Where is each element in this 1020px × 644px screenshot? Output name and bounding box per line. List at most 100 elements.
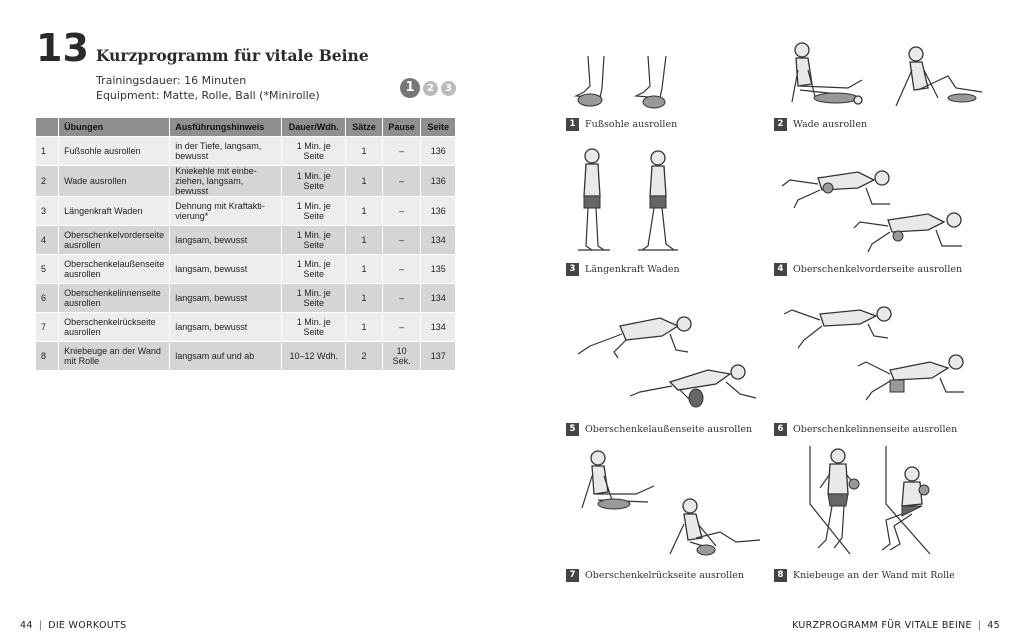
col-header-sets: Sätze [345,118,383,137]
cell-index: 8 [36,341,60,371]
figure-label-6: Oberschenkelinnenseite ausrollen [793,424,958,435]
page-title: Kurzprogramm für vitale Beine [96,46,369,65]
cell-pause: – [382,165,422,197]
cell-exercise: Oberschenkelrückseite ausrollen [58,312,171,342]
figure-label-4: Oberschenkelvorderseite ausrollen [793,264,963,275]
cell-exercise: Oberschenkelvorderseite ausrollen [58,225,171,255]
level-circle-3: 3 [441,80,456,96]
illustration-standing-calf [578,148,678,251]
figure-caption-5: 5 Oberschenkelaußenseite ausrollen [566,423,752,436]
illustration-back-thigh-rolling [581,450,761,556]
illustration-calf-rolling [791,42,983,107]
cell-hint: langsam, bewusst [169,254,283,284]
figure-badge-6: 6 [774,423,787,436]
page-number-left: 44 [20,620,33,631]
cell-hint: langsam, bewusst [169,283,283,313]
cell-pause: – [382,254,422,284]
cell-pause: 10 Sek. [382,341,422,371]
cell-page: 136 [420,196,456,226]
cell-pause: – [382,196,422,226]
illustration-outer-thigh-rolling [577,316,757,408]
figure-label-2: Wade ausrollen [793,119,868,130]
page-number-right: 45 [987,620,1000,631]
cell-sets: 1 [345,196,383,226]
cell-duration: 1 Min. je Seite [281,196,347,226]
col-header-hints: Ausführungshinweis [169,118,283,137]
cell-sets: 2 [345,341,383,371]
left-page: 13 Kurzprogramm für vitale Beine Trainin… [20,26,456,631]
col-header-pause: Pause [382,118,422,137]
cell-duration: 10–12 Wdh. [281,341,347,371]
cell-index: 3 [36,196,60,226]
equipment-list: Equipment: Matte, Rolle, Ball (*Miniroll… [96,89,320,102]
cell-exercise: Wade ausrollen [58,165,171,197]
cell-page: 136 [420,136,456,166]
col-header-index [36,118,60,137]
cell-hint: Kniekehle mit einbe-ziehen, langsam, bew… [169,165,283,197]
exercise-table: Übungen Ausführungshinweis Dauer/Wdh. Sä… [36,118,456,371]
cell-sets: 1 [345,136,383,166]
right-page: 1 Fußsohle ausrollen 2 Wade ausrollen 3 [510,0,1020,644]
table-row: 1 Fußsohle ausrollen in der Tiefe, langs… [36,136,456,166]
table-row: 4 Oberschenkelvorderseite ausrollen lang… [36,225,456,255]
footer-left: 44 | DIE WORKOUTS [20,620,126,631]
figure-badge-4: 4 [774,263,787,276]
cell-duration: 1 Min. je Seite [281,225,347,255]
cell-page: 134 [420,312,456,342]
level-circle-2: 2 [423,80,438,96]
section-title-right: KURZPROGRAMM FÜR VITALE BEINE [792,620,972,631]
figure-caption-7: 7 Oberschenkelrückseite ausrollen [566,569,744,582]
figure-caption-6: 6 Oberschenkelinnenseite ausrollen [774,423,957,436]
cell-exercise: Längenkraft Waden [58,196,171,226]
col-header-exercises: Übungen [58,118,171,137]
cell-duration: 1 Min. je Seite [281,165,347,197]
footer-separator: | [38,620,43,631]
figure-caption-1: 1 Fußsohle ausrollen [566,118,677,131]
illustration-wall-squat [809,446,931,555]
cell-sets: 1 [345,225,383,255]
cell-hint: langsam, bewusst [169,312,283,342]
illustration-front-thigh-rolling [781,170,962,253]
cell-hint: in der Tiefe, langsam, bewusst [169,136,283,166]
cell-index: 7 [36,312,60,342]
table-row: 2 Wade ausrollen Kniekehle mit einbe-zie… [36,165,456,197]
cell-page: 134 [420,283,456,313]
cell-sets: 1 [345,283,383,313]
table-row: 5 Oberschenkelaußenseite ausrollen langs… [36,254,456,284]
figure-label-3: Längenkraft Waden [585,264,680,275]
level-circle-1: 1 [400,78,420,98]
workout-number: 13 [36,26,89,70]
illustration-inner-thigh-rolling [783,306,964,401]
col-header-duration: Dauer/Wdh. [281,118,347,137]
table-row: 7 Oberschenkelrückseite ausrollen langsa… [36,312,456,342]
section-title-left: DIE WORKOUTS [48,620,127,631]
figure-label-7: Oberschenkelrückseite ausrollen [585,570,744,581]
figure-badge-3: 3 [566,263,579,276]
figure-label-1: Fußsohle ausrollen [585,119,678,130]
figure-caption-8: 8 Kniebeuge an der Wand mit Rolle [774,569,955,582]
training-duration: Trainingsdauer: 16 Minuten [96,74,247,87]
figure-badge-7: 7 [566,569,579,582]
cell-page: 134 [420,225,456,255]
table-header-row: Übungen Ausführungshinweis Dauer/Wdh. Sä… [36,118,456,137]
cell-hint: langsam auf und ab [169,341,283,371]
cell-exercise: Kniebeuge an der Wand mit Rolle [58,341,171,371]
cell-pause: – [382,136,422,166]
cell-sets: 1 [345,254,383,284]
cell-sets: 1 [345,312,383,342]
figure-caption-2: 2 Wade ausrollen [774,118,867,131]
cell-page: 136 [420,165,456,197]
table-row: 8 Kniebeuge an der Wand mit Rolle langsa… [36,341,456,371]
cell-duration: 1 Min. je Seite [281,254,347,284]
cell-index: 5 [36,254,60,284]
cell-pause: – [382,225,422,255]
cell-exercise: Fußsohle ausrollen [58,136,171,166]
level-indicator: 1 2 3 [400,78,456,98]
figure-caption-3: 3 Längenkraft Waden [566,263,680,276]
cell-exercise: Oberschenkelinnenseite ausrollen [58,283,171,313]
figure-label-5: Oberschenkelaußenseite ausrollen [585,424,753,435]
cell-pause: – [382,283,422,313]
cell-index: 4 [36,225,60,255]
cell-exercise: Oberschenkelaußenseite ausrollen [58,254,171,284]
footer-right: KURZPROGRAMM FÜR VITALE BEINE|45 [792,620,1000,631]
